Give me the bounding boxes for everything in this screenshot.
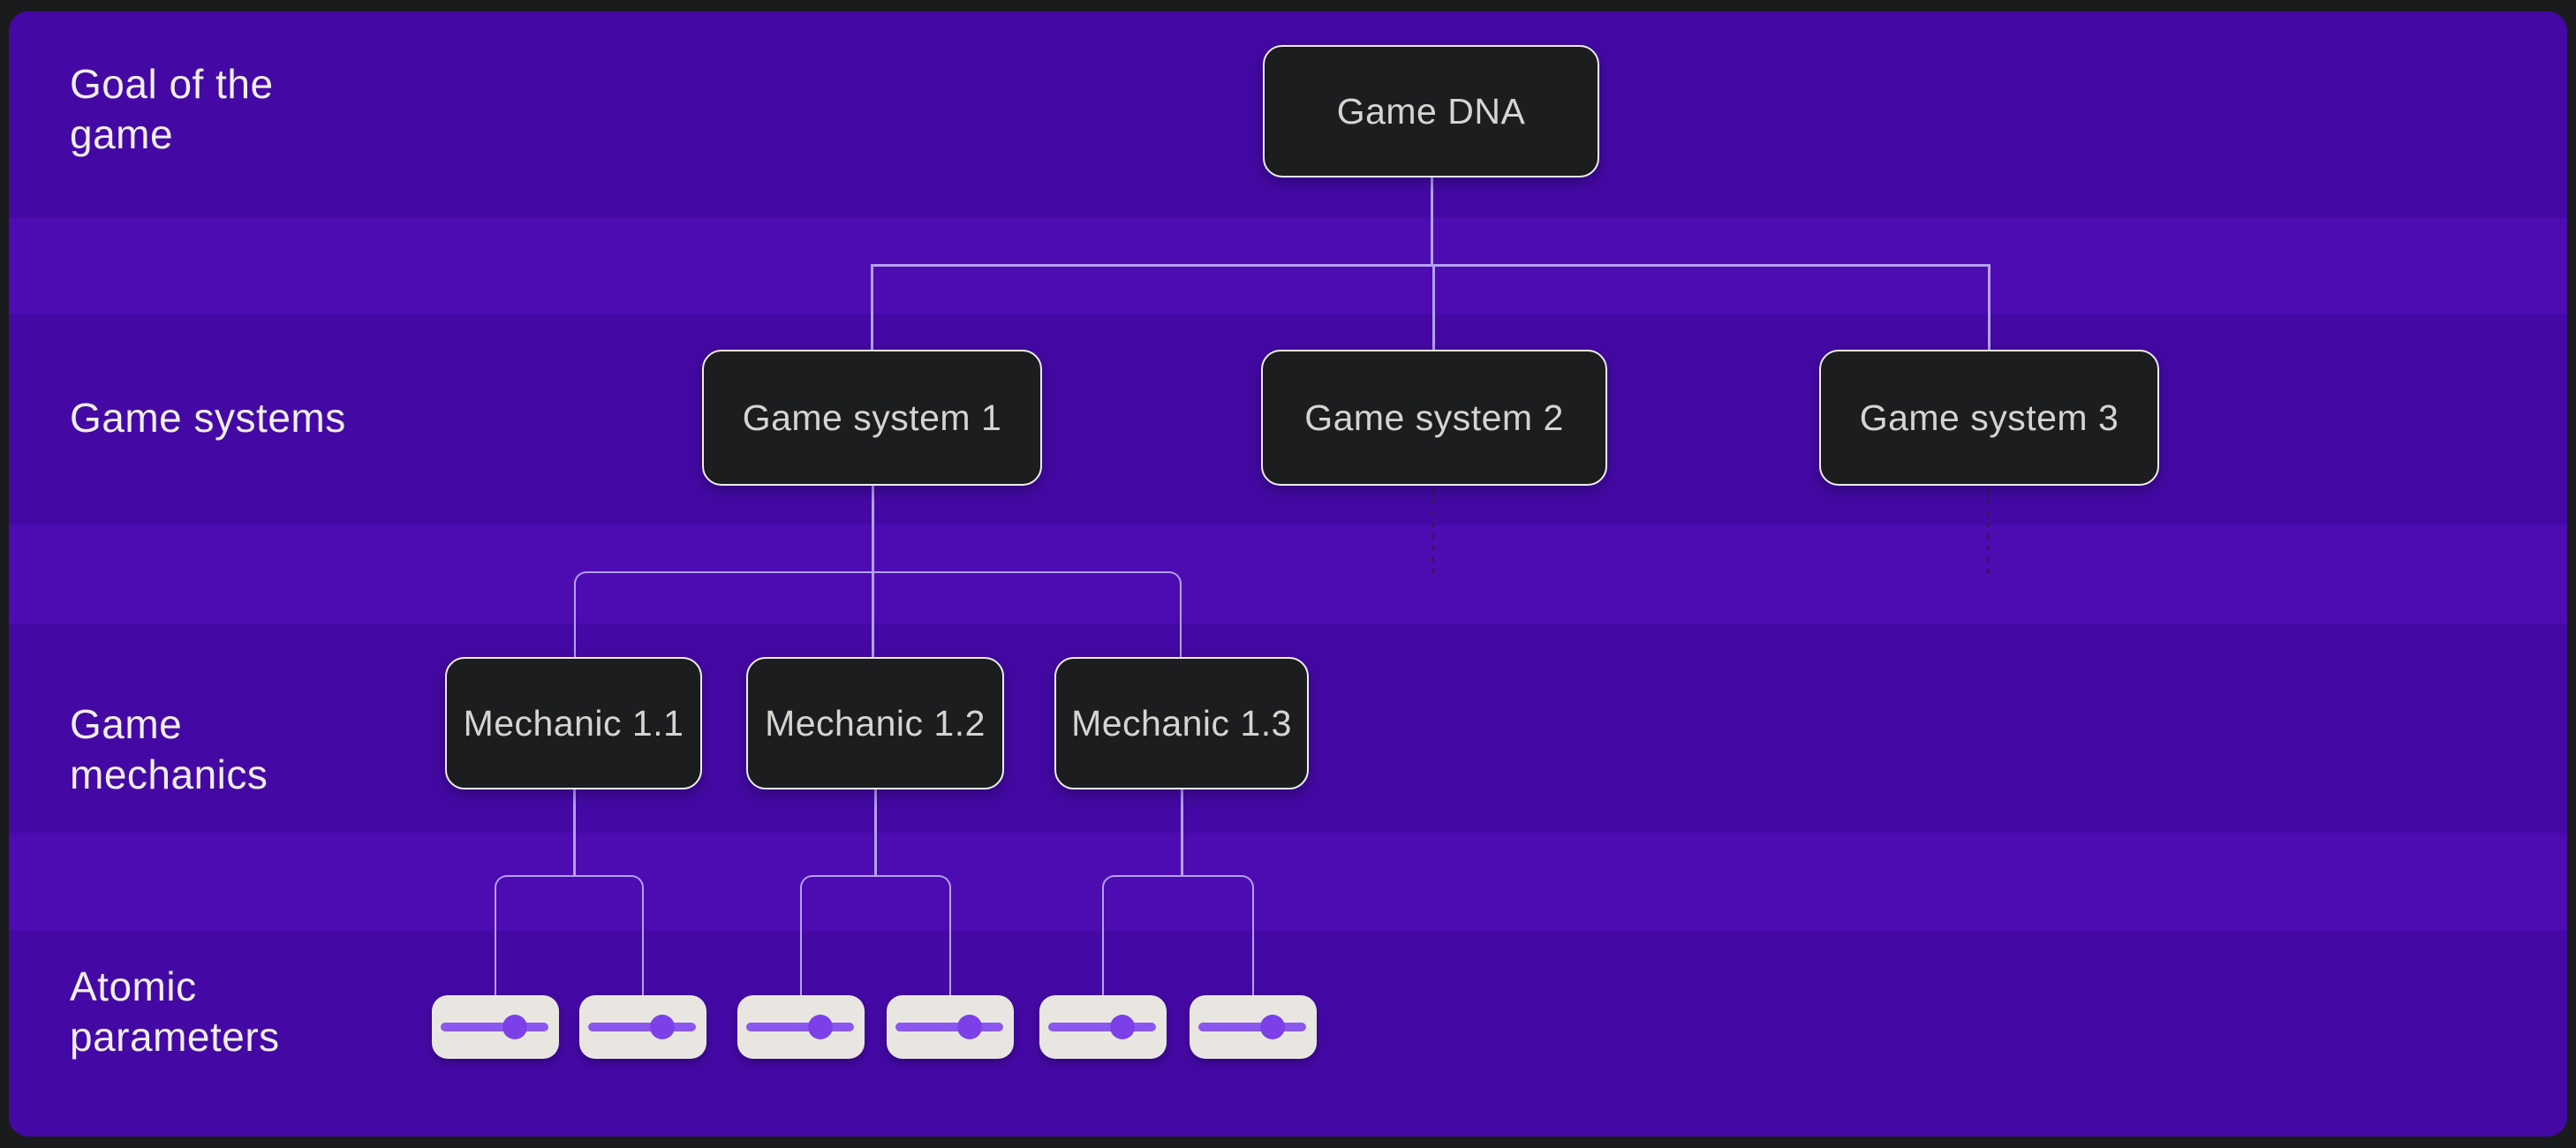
connector-to-system-3 <box>1988 264 1991 351</box>
connector-elbow-param-6 <box>1181 875 1254 995</box>
slider-knob[interactable] <box>502 1015 528 1039</box>
atomic-parameter-slider[interactable] <box>432 995 559 1059</box>
row-tint-band <box>9 833 2567 931</box>
connector-mechanic3-down <box>1181 789 1183 877</box>
connector-mechanic1-down <box>573 789 576 877</box>
node-mechanic-1-3: Mechanic 1.3 <box>1054 657 1309 789</box>
node-game-system-3: Game system 3 <box>1819 350 2159 486</box>
slider-track[interactable] <box>895 1023 1003 1031</box>
connector-mechanic2-down <box>874 789 877 877</box>
row-label-game-systems: Game systems <box>70 395 346 441</box>
slider-track[interactable] <box>1048 1023 1156 1031</box>
connector-systems-horizontal <box>871 264 1991 267</box>
dotted-connector-system-2 <box>1432 488 1434 579</box>
atomic-parameter-slider[interactable] <box>1190 995 1317 1059</box>
atomic-parameter-slider[interactable] <box>737 995 865 1059</box>
slider-knob[interactable] <box>957 1015 983 1039</box>
node-game-system-1: Game system 1 <box>702 350 1042 486</box>
row-label-goal-of-the-game: Goal of the game <box>70 61 274 157</box>
connector-elbow-mechanic-3 <box>872 571 1182 658</box>
slider-knob[interactable] <box>1260 1015 1286 1039</box>
node-mechanic-1-2: Mechanic 1.2 <box>746 657 1004 789</box>
connector-elbow-param-1 <box>495 875 575 995</box>
connector-to-system-2 <box>1432 266 1435 350</box>
row-tint-band <box>9 525 2567 623</box>
slider-track[interactable] <box>1198 1023 1306 1031</box>
connector-elbow-mechanic-1 <box>574 571 872 658</box>
atomic-parameter-slider[interactable] <box>887 995 1014 1059</box>
node-game-system-2: Game system 2 <box>1261 350 1607 486</box>
slider-knob[interactable] <box>808 1015 834 1039</box>
atomic-parameter-slider[interactable] <box>579 995 706 1059</box>
connector-elbow-param-5 <box>1102 875 1182 995</box>
slider-knob[interactable] <box>1110 1015 1136 1039</box>
connector-elbow-param-3 <box>800 875 876 995</box>
slider-track[interactable] <box>588 1023 696 1031</box>
row-label-game-mechanics: Game mechanics <box>70 701 268 797</box>
slider-track[interactable] <box>746 1023 854 1031</box>
atomic-parameter-slider[interactable] <box>1039 995 1167 1059</box>
row-label-atomic-parameters: Atomic parameters <box>70 963 280 1060</box>
connector-to-system-1 <box>871 264 873 351</box>
dotted-connector-system-3 <box>1987 488 1990 579</box>
node-game-dna: Game DNA <box>1263 45 1599 177</box>
slider-track[interactable] <box>441 1023 548 1031</box>
slider-knob[interactable] <box>650 1015 676 1039</box>
connector-elbow-param-4 <box>874 875 951 995</box>
connector-elbow-param-2 <box>573 875 644 995</box>
node-mechanic-1-1: Mechanic 1.1 <box>445 657 702 789</box>
connector-root-down <box>1431 177 1433 265</box>
